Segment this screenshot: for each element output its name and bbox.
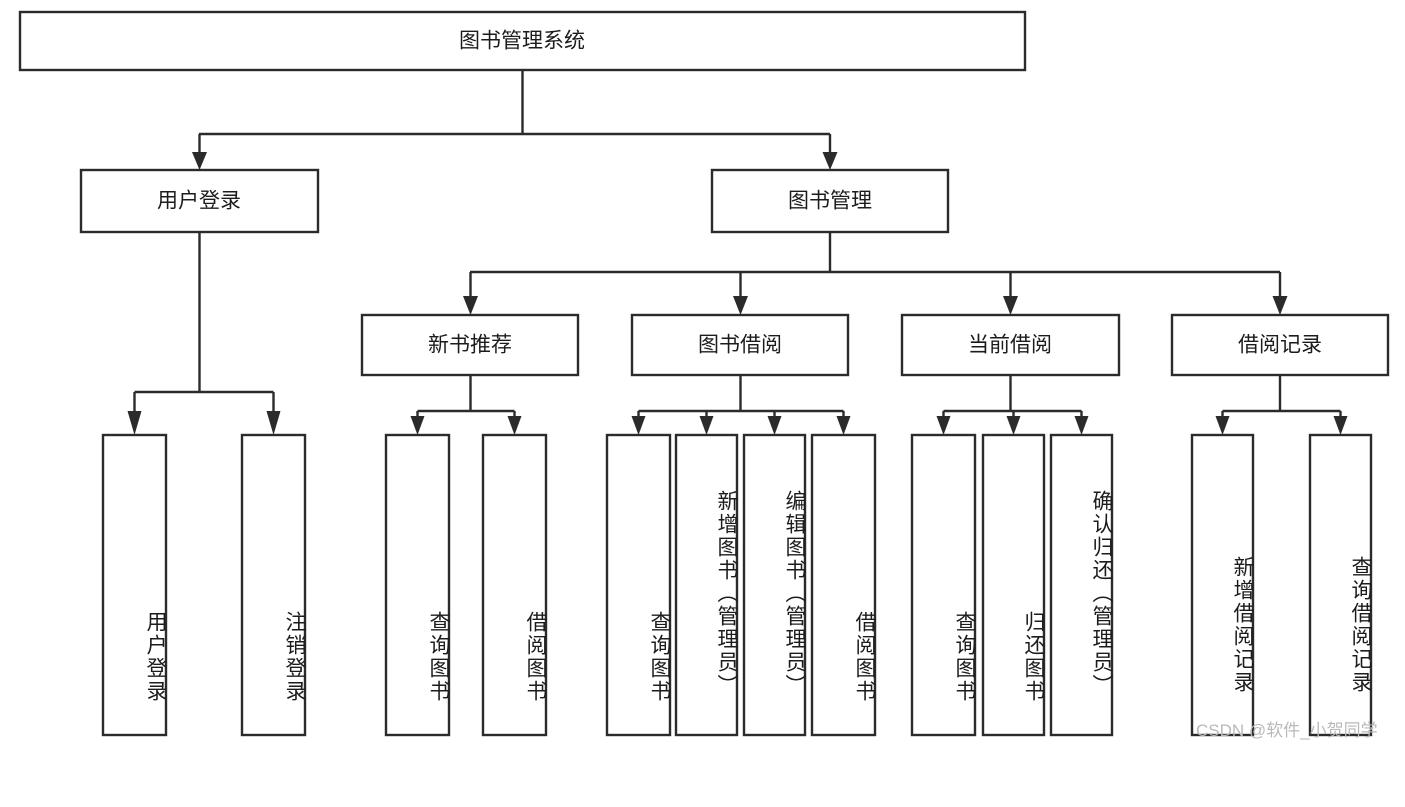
arrowhead-leaf-query-book xyxy=(631,416,646,435)
leaf-box-confirm-return[interactable] xyxy=(1049,433,1114,737)
node-borrow-record[interactable]: 借阅记录 xyxy=(1170,313,1390,377)
leaf-box-query-book-current[interactable] xyxy=(910,433,977,737)
node-user-login-label: 用户登录 xyxy=(157,190,241,213)
leaf-box-query-borrow-record[interactable] xyxy=(1308,433,1373,737)
connector-group-user-login-leaves xyxy=(127,232,281,435)
node-borrow-record-box[interactable] xyxy=(1170,313,1390,377)
leaf-box-query-book-borrow[interactable] xyxy=(605,433,672,737)
hierarchy-flowchart: 图书管理系统 用户登录 图书管理 新书推荐 图书借阅 当前借阅 借阅记录 xyxy=(18,10,1390,737)
arrowhead-leaf-return-book xyxy=(1006,416,1021,435)
arrowhead-leaf-query-rec xyxy=(410,416,425,435)
node-user-login[interactable]: 用户登录 xyxy=(79,168,320,234)
leaf-box-borrow-book[interactable] xyxy=(810,433,877,737)
node-book-borrow-box[interactable] xyxy=(630,313,850,377)
node-book-borrow[interactable]: 图书借阅 xyxy=(630,313,850,377)
connector-group-new-book-leaves xyxy=(410,375,522,435)
arrowhead-leaf-query-record xyxy=(1333,416,1348,435)
node-book-manage-label: 图书管理 xyxy=(788,190,872,213)
leaf-box-borrow-book-rec[interactable] xyxy=(481,433,548,737)
node-book-borrow-label: 图书借阅 xyxy=(698,334,782,357)
arrowhead-book-manage xyxy=(822,152,838,170)
connector-group-current-borrow-leaves xyxy=(936,375,1089,435)
connector-group-borrow-record-leaves xyxy=(1215,375,1348,435)
leaf-box-add-borrow-record[interactable] xyxy=(1190,433,1255,737)
connector-group-root-to-level2 xyxy=(192,70,838,170)
arrowhead-user-login xyxy=(192,152,207,170)
arrowhead-leaf-edit-book xyxy=(767,416,782,435)
arrowhead-book-borrow xyxy=(733,296,748,315)
node-root-label: 图书管理系统 xyxy=(459,30,585,53)
node-root[interactable]: 图书管理系统 xyxy=(18,10,1027,72)
node-root-box[interactable] xyxy=(18,10,1027,72)
leaf-box-query-book-rec[interactable] xyxy=(384,433,451,737)
arrowhead-new-book xyxy=(463,296,478,315)
node-new-book-recommend-box[interactable] xyxy=(360,313,580,377)
node-new-book-recommend[interactable]: 新书推荐 xyxy=(360,313,580,377)
node-current-borrow[interactable]: 当前借阅 xyxy=(900,313,1121,377)
csdn-watermark: CSDN @软件_小贺同学 xyxy=(1196,721,1378,740)
arrowhead-leaf-user-login xyxy=(127,411,142,435)
leaf-box-return-book[interactable] xyxy=(981,433,1046,737)
arrowhead-leaf-add-record xyxy=(1215,416,1230,435)
node-new-book-recommend-label: 新书推荐 xyxy=(428,334,512,357)
diagram-canvas: 图书管理系统 用户登录 图书管理 新书推荐 图书借阅 当前借阅 借阅记录 xyxy=(18,10,1390,740)
arrowhead-current-borrow xyxy=(1003,296,1018,315)
node-user-login-box[interactable] xyxy=(79,168,320,234)
arrowhead-leaf-add-book xyxy=(699,416,714,435)
node-current-borrow-label: 当前借阅 xyxy=(968,334,1052,357)
arrowhead-leaf-borrow-rec xyxy=(507,416,522,435)
leaf-box-user-login[interactable] xyxy=(101,433,168,737)
arrowhead-borrow-record xyxy=(1272,296,1288,315)
leaf-box-add-book[interactable] xyxy=(674,433,739,737)
arrowhead-leaf-borrow-book xyxy=(836,416,851,435)
connector-group-book-manage-to-level3 xyxy=(463,232,1288,315)
node-book-manage-box[interactable] xyxy=(710,168,950,234)
node-borrow-record-label: 借阅记录 xyxy=(1238,334,1322,357)
arrowhead-leaf-query-current xyxy=(936,416,951,435)
leaf-box-user-logout[interactable] xyxy=(240,433,307,737)
leaf-box-edit-book[interactable] xyxy=(742,433,807,737)
node-current-borrow-box[interactable] xyxy=(900,313,1121,377)
node-book-manage[interactable]: 图书管理 xyxy=(710,168,950,234)
arrowhead-leaf-user-logout xyxy=(266,411,281,435)
arrowhead-leaf-confirm-return xyxy=(1074,416,1089,435)
connector-group-book-borrow-leaves xyxy=(631,375,851,435)
